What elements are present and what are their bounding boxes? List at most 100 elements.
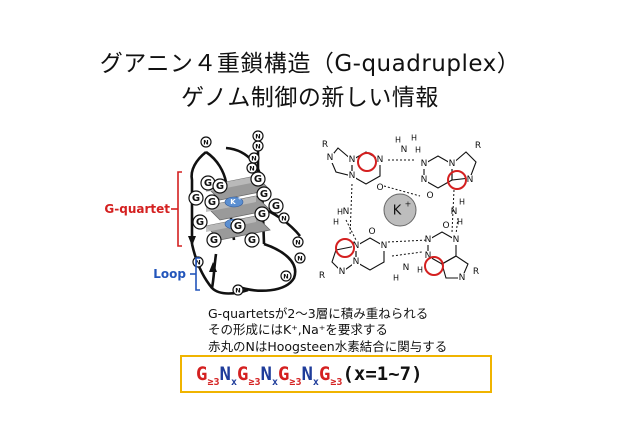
atom-label-bg — [420, 175, 428, 185]
guanine-nucleotide: G — [234, 221, 242, 232]
hydrogen-bond — [455, 217, 459, 235]
nitrogen-atom: N — [451, 207, 458, 217]
hydrogen-atom: H — [459, 198, 465, 207]
hydrogen-atom: H — [415, 146, 421, 155]
r-group: R — [319, 271, 325, 281]
strand-backbone — [190, 150, 207, 244]
central-potassium-charge: + — [405, 200, 412, 209]
loop-nucleotide: N — [255, 143, 260, 151]
g-quartet-label: G-quartet — [104, 202, 170, 216]
hydrogen-bond — [345, 219, 357, 241]
potassium-ion-charge: + — [238, 196, 242, 202]
guanine-nucleotide: G — [260, 189, 268, 200]
loop-nucleotide-circle — [232, 284, 244, 296]
formula-range: (x=1~7) — [342, 363, 423, 385]
atom-label-bg — [342, 207, 350, 217]
atom-label-bg — [420, 159, 428, 169]
strand-arrow — [188, 236, 196, 246]
guanine-nucleotide-circle — [254, 206, 270, 222]
hoogsteen-n-highlight — [424, 256, 444, 276]
atom-label-bg — [458, 273, 466, 283]
loop-nucleotide: N — [195, 259, 200, 267]
r-group: R — [322, 140, 328, 150]
sequence-formula: G≥3NxG≥3NxG≥3NxG≥3(x=1~7) — [196, 363, 423, 394]
guanine-nucleotide: G — [254, 174, 262, 185]
nitrogen-atom: N — [381, 241, 388, 251]
hydrogen-atom: H — [411, 134, 417, 143]
guanine-nucleotide-circle — [192, 214, 208, 230]
atom-label-bg — [348, 171, 356, 181]
guanine-nucleotide: G — [272, 201, 280, 212]
hydrogen-atom: H — [457, 218, 463, 227]
atom-label-bg — [400, 145, 408, 155]
atom-label-bg — [450, 207, 458, 217]
guanine-nucleotide: G — [216, 181, 224, 192]
oxygen-atom: O — [442, 221, 449, 231]
guanine-nucleotide: G — [204, 178, 212, 189]
loop-nucleotide-circle — [294, 252, 306, 264]
loop-nucleotide-circle — [200, 136, 212, 148]
strand-backbone — [210, 253, 218, 289]
nitrogen-atom: N — [421, 175, 428, 185]
guanine-nucleotide-circle — [268, 198, 284, 214]
atom-label-bg — [466, 175, 474, 185]
atom-label-bg — [352, 257, 360, 267]
formula-g: G — [277, 363, 290, 385]
atom-label-bg — [402, 263, 410, 273]
atom-label-bg — [448, 159, 456, 169]
formula-n: N — [260, 363, 272, 385]
caption-line-1: G-quartetsが2～3層に積み重ねられる — [208, 306, 429, 321]
loop-nucleotide: N — [281, 215, 286, 223]
guanine-nucleotide: G — [208, 197, 216, 208]
nitrogen-atom: N — [353, 257, 360, 267]
hydrogen-atom: H — [333, 218, 339, 227]
guanine-nucleotide: G — [192, 193, 200, 204]
oxygen-atom: O — [426, 191, 433, 201]
strand-backbone — [235, 242, 297, 292]
atom-label-bg — [424, 251, 432, 261]
hydrogen-atom: H — [393, 274, 399, 283]
loop-nucleotide-circle — [252, 130, 264, 142]
hydrogen-atom: H — [395, 136, 401, 145]
r-group: R — [473, 267, 479, 277]
formula-sub-g: ≥3 — [330, 377, 343, 388]
formula-sub-x: x — [230, 377, 237, 388]
loop-nucleotide: N — [295, 239, 300, 247]
guanine-nucleotide-circle — [250, 171, 266, 187]
guanine-nucleotide: G — [210, 235, 218, 246]
loop-nucleotide: N — [283, 273, 288, 281]
central-potassium-label: K — [393, 204, 402, 219]
formula-n: N — [219, 363, 231, 385]
atom-label-bg — [338, 267, 346, 277]
guanine-nucleotide-circle — [204, 194, 220, 210]
loop-nucleotide-circle — [278, 212, 290, 224]
hoogsteen-n-highlight — [335, 238, 355, 258]
hydrogen-bond — [451, 189, 455, 233]
loop-nucleotide: N — [251, 155, 256, 163]
loop-nucleotide-circle — [292, 236, 304, 248]
atom-label-bg — [348, 155, 356, 165]
atom-label-bg — [376, 155, 384, 165]
guanine-nucleotide-circle — [206, 232, 222, 248]
hydrogen-atom: H — [417, 266, 423, 275]
hoogsteen-n-highlight — [447, 170, 467, 190]
nitrogen-atom: N — [401, 145, 408, 155]
potassium-ion-label: K — [230, 198, 236, 206]
formula-g: G — [236, 363, 249, 385]
atom-label-bg — [380, 241, 388, 251]
nitrogen-atom: N — [339, 267, 346, 277]
caption-line-2: その形成にはK⁺,Na⁺を要求する — [208, 322, 388, 337]
loop-nucleotide: N — [255, 133, 260, 141]
oxygen-atom: O — [376, 183, 383, 193]
guanine-nucleotide-circle — [244, 232, 260, 248]
nitrogen-atom: N — [349, 171, 356, 181]
nitrogen-atom: N — [459, 273, 466, 283]
page-subtitle: ゲノム制御の新しい情報 — [181, 85, 439, 111]
nitrogen-atom: N — [467, 175, 474, 185]
central-potassium-ion — [383, 193, 417, 227]
potassium-ion — [224, 196, 244, 208]
atom-label-bg — [352, 241, 360, 251]
